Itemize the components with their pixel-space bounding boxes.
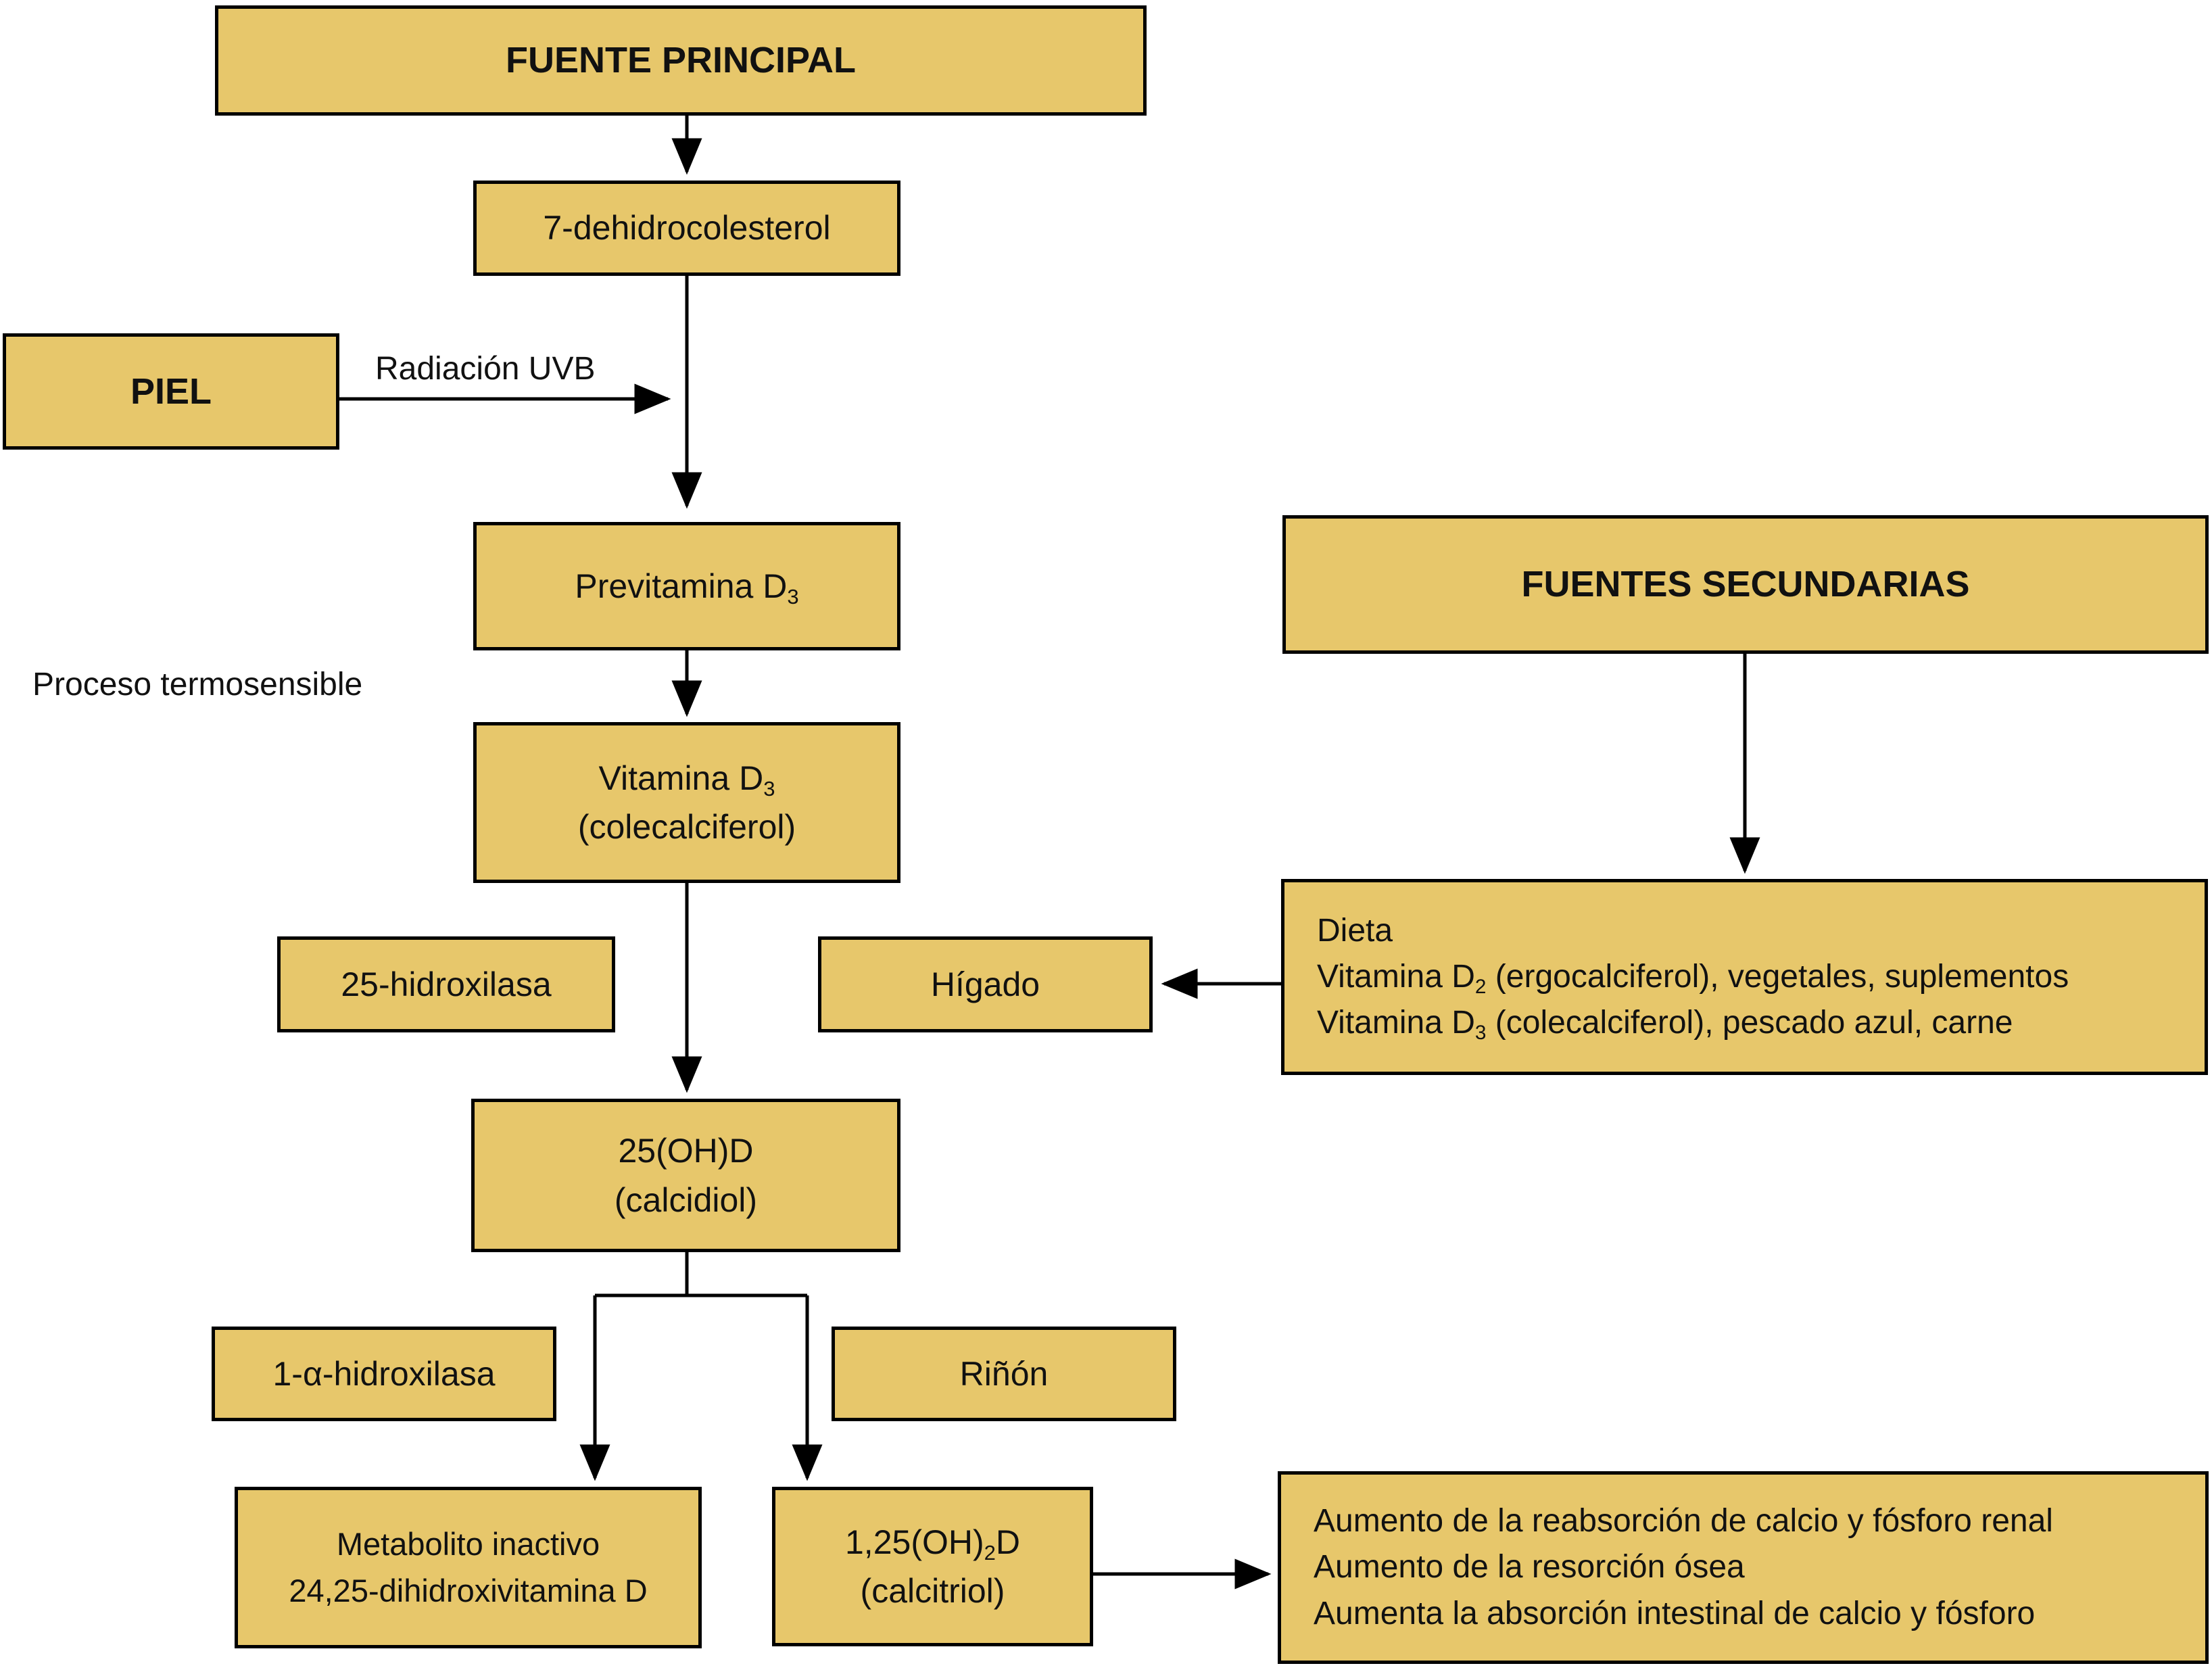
node-previtamina-d3-label: Previtamina D3: [575, 567, 799, 609]
node-dieta-line1: Dieta: [1317, 912, 1393, 949]
node-efectos-line2: Aumento de la resorción ósea: [1314, 1549, 1745, 1585]
node-vitamina-d3-line2: (colecalciferol): [577, 808, 796, 846]
subscript: 3: [787, 585, 799, 609]
node-fuente-principal: FUENTE PRINCIPAL: [215, 5, 1147, 116]
node-piel: PIEL: [3, 333, 339, 450]
node-25-hidroxilasa-label: 25-hidroxilasa: [341, 965, 552, 1003]
node-25-hidroxilasa: 25-hidroxilasa: [277, 936, 615, 1032]
node-dieta: Dieta Vitamina D2 (ergocalciferol), vege…: [1281, 879, 2208, 1075]
node-1-alfa-hidroxilasa-label: 1-α-hidroxilasa: [272, 1354, 496, 1393]
node-vitamina-d3-line1: Vitamina D3: [598, 759, 775, 801]
node-metabolito-line2: 24,25-dihidroxivitamina D: [289, 1572, 648, 1608]
node-fuente-principal-label: FUENTE PRINCIPAL: [505, 40, 856, 81]
node-piel-label: PIEL: [130, 371, 212, 412]
node-25ohd-calcidiol: 25(OH)D (calcidiol): [471, 1099, 900, 1252]
node-7-dehidrocolesterol-label: 7-dehidrocolesterol: [543, 209, 831, 247]
subscript: 2: [1474, 975, 1487, 998]
node-7-dehidrocolesterol: 7-dehidrocolesterol: [473, 181, 900, 276]
node-fuentes-secundarias: FUENTES SECUNDARIAS: [1282, 515, 2209, 654]
subscript: 3: [763, 776, 775, 801]
node-efectos: Aumento de la reabsorción de calcio y fó…: [1278, 1471, 2209, 1664]
node-efectos-line1: Aumento de la reabsorción de calcio y fó…: [1314, 1503, 2053, 1540]
node-rinon-label: Riñón: [959, 1354, 1049, 1393]
node-1-alfa-hidroxilasa: 1-α-hidroxilasa: [212, 1327, 556, 1421]
node-25ohd-line2: (calcidiol): [614, 1180, 758, 1219]
node-higado-label: Hígado: [930, 965, 1040, 1003]
node-25ohd-line1: 25(OH)D: [618, 1132, 754, 1170]
node-calcitriol-line1: 1,25(OH)2D: [845, 1523, 1020, 1565]
subscript: 3: [1474, 1022, 1487, 1044]
node-dieta-line3: Vitamina D3 (colecalciferol), pescado az…: [1317, 1005, 2013, 1044]
node-previtamina-d3: Previtamina D3: [473, 522, 900, 650]
node-higado: Hígado: [818, 936, 1153, 1032]
node-metabolito-line1: Metabolito inactivo: [336, 1526, 600, 1562]
subscript: 2: [984, 1540, 996, 1565]
node-calcitriol: 1,25(OH)2D (calcitriol): [772, 1487, 1093, 1646]
node-rinon: Riñón: [832, 1327, 1176, 1421]
node-fuentes-secundarias-label: FUENTES SECUNDARIAS: [1521, 564, 1970, 605]
node-efectos-line3: Aumenta la absorción intestinal de calci…: [1314, 1595, 2036, 1631]
node-metabolito-inactivo: Metabolito inactivo 24,25-dihidroxivitam…: [235, 1487, 702, 1648]
label-proceso-termosensible: Proceso termosensible: [32, 667, 363, 702]
node-vitamina-d3: Vitamina D3 (colecalciferol): [473, 722, 900, 883]
node-dieta-line2: Vitamina D2 (ergocalciferol), vegetales,…: [1317, 958, 2069, 998]
label-radiacion-uvb: Radiación UVB: [375, 351, 596, 387]
node-calcitriol-line2: (calcitriol): [860, 1572, 1005, 1610]
